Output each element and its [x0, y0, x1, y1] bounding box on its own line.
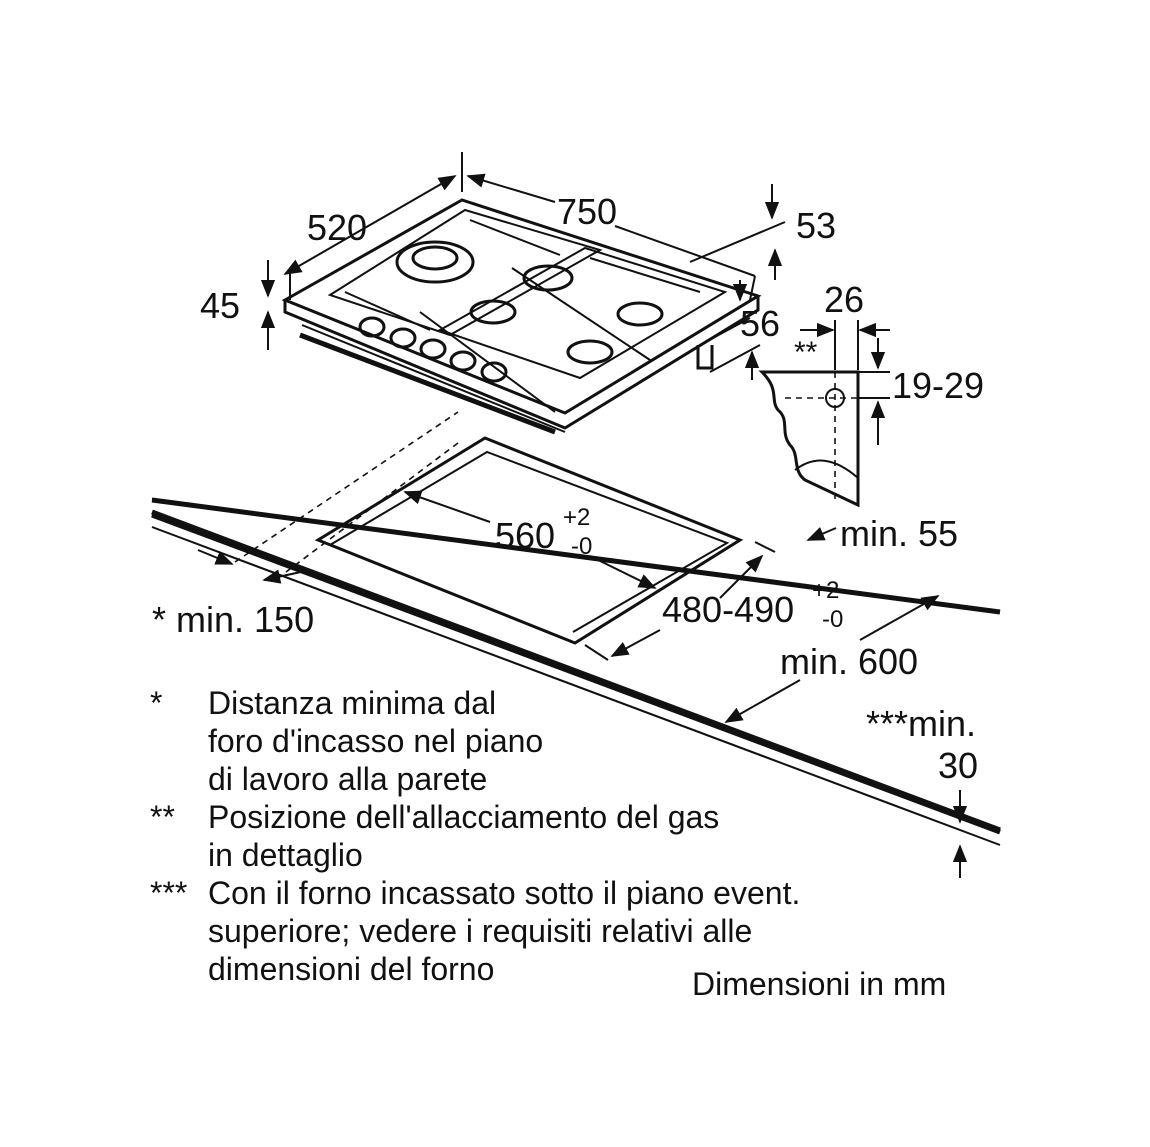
footnote-line: Con il forno incassato sotto il piano ev…: [208, 875, 801, 911]
cooktop-edge: [283, 296, 760, 430]
gas-height-label: 19-29: [892, 365, 984, 406]
oven-min-label: ***min.: [866, 703, 976, 744]
oven-min-value: 30: [938, 745, 978, 786]
units-label: Dimensioni in mm: [692, 966, 947, 1002]
worktop-front-edge-bottom: [151, 526, 1001, 846]
footnotes: * Distanza minima dal foro d'incasso nel…: [150, 684, 1030, 988]
cooktop-front-lip: [299, 332, 556, 435]
cutout-depth-label: 480-490: [662, 589, 794, 630]
wok-burner-inner: [411, 245, 459, 271]
gas-detail-mark: **: [794, 336, 818, 369]
projection-line-left: [234, 411, 459, 563]
cooktop-bottom-edge: [301, 324, 566, 433]
gas-width-label: 26: [824, 279, 864, 320]
depth-dimension-line: [283, 175, 457, 275]
width-label: 750: [557, 191, 617, 232]
worktop-depth-min-label: min. 600: [780, 641, 918, 682]
footnote-2: ** Posizione dell'allacciamento del gas …: [150, 798, 1030, 874]
control-knobs: [358, 316, 508, 383]
footnote-1: * Distanza minima dal foro d'incasso nel…: [150, 684, 1030, 798]
footnote-line: Distanza minima dal: [208, 685, 497, 721]
wall-min-label: * min. 150: [152, 599, 314, 640]
footnote-mark: ***: [150, 875, 188, 911]
burner-rear-right: [616, 301, 664, 327]
footnote-mark: *: [150, 685, 163, 721]
gas-profile: [758, 370, 860, 508]
burner-front-right: [566, 339, 614, 365]
burner-front-left: [469, 299, 517, 325]
cutout-width-tol-plus: +2: [563, 504, 590, 531]
footnote-line: Posizione dell'allacciamento del gas: [208, 799, 720, 835]
worktop-dimensions: [197, 492, 968, 878]
cutout-depth-tol-plus: +2: [812, 577, 839, 604]
footnote-line: superiore; vedere i requisiti relativi a…: [208, 913, 753, 949]
gas-connector: [696, 345, 714, 370]
depth-label: 520: [307, 207, 367, 248]
footnote-3: *** Con il forno incassato sotto il pian…: [150, 874, 1030, 988]
footnote-line: in dettaglio: [208, 837, 363, 873]
height-label: 45: [200, 285, 240, 326]
rear-min-label: min. 55: [840, 513, 958, 554]
burner-rear-center: [522, 264, 574, 292]
gas-connection-detail: [758, 320, 890, 508]
cutout-depth-tol-minus: -0: [822, 606, 843, 633]
footnote-line: foro d'incasso nel piano: [208, 723, 544, 759]
footnote-line: dimensioni del forno: [208, 951, 495, 987]
footnote-mark: **: [150, 799, 175, 835]
gas-offset-top-label: 53: [796, 205, 836, 246]
gas-offset-side-label: 56: [740, 303, 780, 344]
footnote-line: di lavoro alla parete: [208, 761, 488, 797]
cutout-width-tol-minus: -0: [571, 533, 592, 560]
dimension-labels: 520 750 45 53 56 26 ** 19-29 min. 55 560…: [152, 191, 984, 786]
cutout-width-label: 560: [495, 515, 555, 556]
gas-offset-top-line: [689, 221, 786, 263]
cooktop-dimensions: [260, 152, 786, 380]
